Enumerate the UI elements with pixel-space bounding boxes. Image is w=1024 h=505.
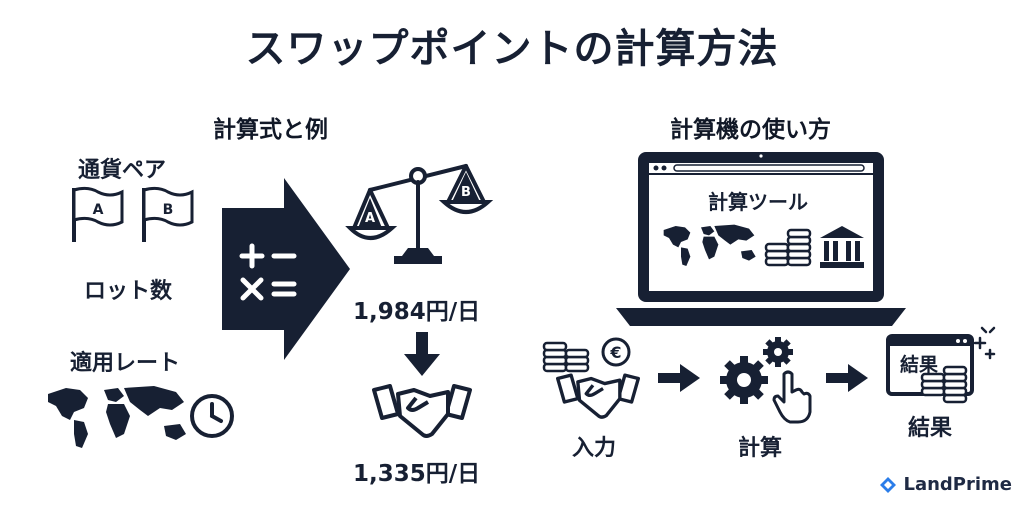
scale-pan-a-letter: A — [365, 211, 375, 226]
page-title: スワップポイントの計算方法 — [245, 26, 779, 72]
calculator-tool-label: 計算ツール — [708, 190, 808, 214]
lot-count-label: ロット数 — [84, 279, 173, 304]
flag-a-icon: A — [72, 186, 124, 242]
applied-rate-label: 適用レート — [70, 351, 181, 376]
arrow-right-icon — [826, 364, 868, 392]
result-window-icon — [886, 326, 996, 404]
coin-stack-icon — [764, 228, 812, 267]
step-result-label: 結果 — [908, 416, 953, 441]
right-section-heading: 計算機の使い方 — [670, 117, 831, 143]
step-calc-label: 計算 — [738, 436, 783, 461]
currency-pair-label: 通貨ペア — [78, 158, 167, 183]
daily-swap-value-bottom: 1,335円/日 — [353, 461, 481, 487]
input-handshake-icon — [556, 373, 640, 419]
arrow-down-icon — [404, 332, 440, 376]
flag-a-letter: A — [93, 202, 104, 218]
daily-swap-value-top: 1,984円/日 — [353, 299, 481, 325]
euro-coin-icon: € — [601, 337, 631, 367]
euro-symbol: € — [609, 343, 621, 362]
input-coins-icon — [542, 341, 590, 373]
arrow-right-icon — [658, 364, 700, 392]
landprime-logo-icon — [880, 476, 897, 493]
bank-icon — [820, 226, 864, 268]
laptop-world-map-icon — [663, 224, 756, 266]
clock-icon — [190, 394, 234, 438]
result-card-text: 結果 — [900, 354, 939, 376]
flag-b-icon: B — [142, 186, 194, 242]
flag-b-letter: B — [163, 202, 174, 218]
brand-name: LandPrime — [903, 474, 1012, 495]
gears-icon — [720, 337, 812, 424]
brand-logo: LandPrime — [879, 474, 1012, 495]
left-section-heading: 計算式と例 — [213, 117, 328, 143]
step-input-label: 入力 — [572, 436, 617, 461]
handshake-icon — [372, 384, 472, 438]
balance-scale-icon: A B — [345, 164, 494, 264]
calculation-arrow-icon — [222, 178, 350, 360]
world-map-icon — [48, 386, 186, 448]
scale-pan-b-letter: B — [461, 185, 471, 200]
